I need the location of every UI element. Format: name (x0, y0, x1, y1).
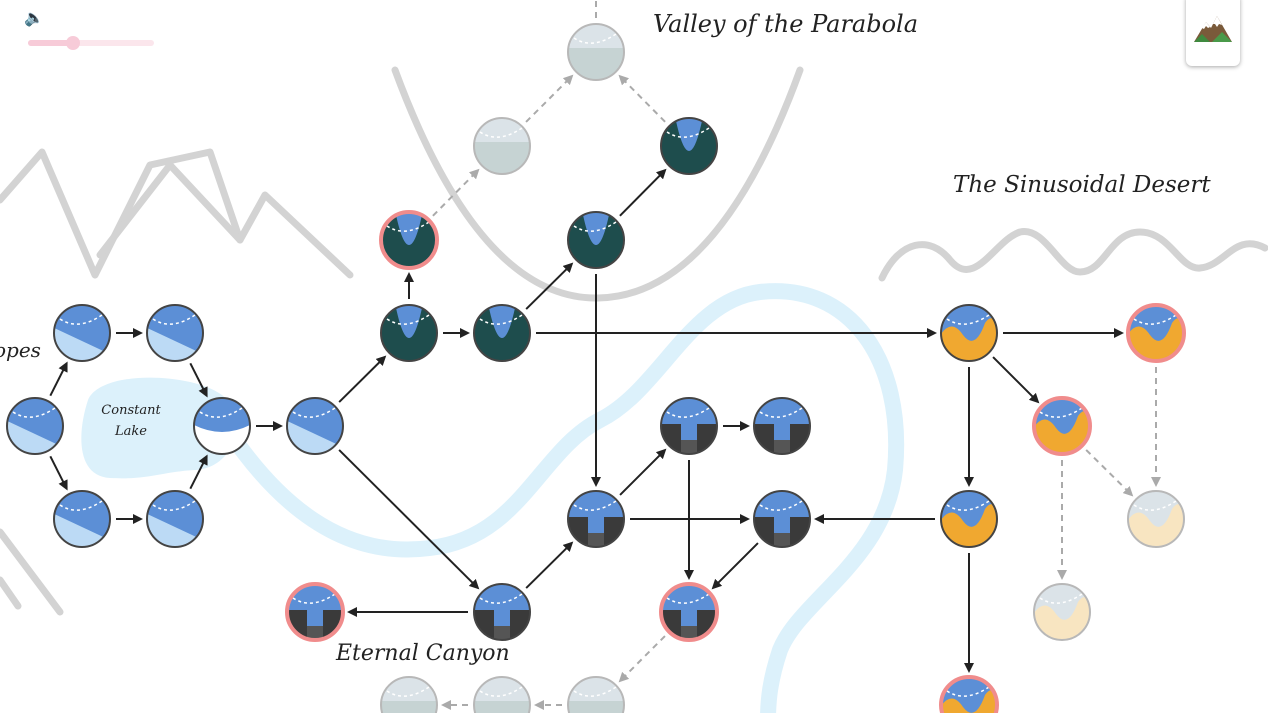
level-node[interactable] (566, 676, 626, 713)
level-node[interactable] (379, 210, 439, 270)
level-node[interactable] (145, 490, 205, 549)
region-title-canyon: Eternal Canyon (336, 641, 510, 666)
speaker-icon[interactable]: 🔈 (24, 8, 44, 27)
path-arrow (992, 356, 1040, 404)
slopes-scenery (0, 528, 64, 616)
path-arrow (49, 455, 68, 491)
level-node[interactable] (192, 397, 252, 456)
level-node[interactable] (939, 490, 999, 549)
level-node[interactable] (752, 397, 812, 456)
level-node[interactable] (285, 397, 345, 456)
region-title-slopes: opes (0, 338, 41, 362)
level-node[interactable] (566, 490, 626, 549)
path-arrow (1085, 449, 1134, 497)
level-node[interactable] (566, 210, 626, 270)
path-arrow (618, 635, 666, 683)
level-node[interactable] (472, 583, 532, 642)
path-arrow (189, 454, 208, 490)
path-arrow (711, 542, 759, 590)
path-arrow (338, 449, 480, 590)
level-node[interactable] (52, 304, 112, 363)
region-title-lake: Constant Lake (101, 403, 161, 439)
volume-fill (28, 40, 74, 46)
mountains-inner-scenery (96, 161, 244, 259)
constant-lake (81, 377, 237, 479)
mountains-scenery (0, 148, 354, 279)
path-arrow (619, 168, 667, 217)
level-node[interactable] (1126, 303, 1186, 363)
volume-handle[interactable] (66, 36, 81, 50)
path-arrow (525, 262, 574, 310)
sound-control: 🔈 (22, 6, 162, 56)
home-button[interactable] (1186, 0, 1240, 66)
background-scenery (0, 66, 1268, 616)
parabola-scenery (391, 66, 804, 302)
mountain-icon (1194, 16, 1232, 42)
level-node[interactable] (285, 582, 345, 642)
level-node[interactable] (379, 676, 439, 713)
path-arrow (619, 448, 667, 496)
level-node[interactable] (5, 397, 65, 456)
level-node[interactable] (1126, 490, 1186, 549)
path-arrow (338, 355, 387, 403)
level-node[interactable] (659, 397, 719, 456)
path-arrow (618, 74, 666, 123)
level-node[interactable] (472, 303, 532, 363)
level-node[interactable] (1032, 396, 1092, 456)
level-node[interactable] (145, 304, 205, 363)
level-node[interactable] (752, 490, 812, 549)
region-title-sine: The Sinusoidal Desert (953, 172, 1211, 198)
level-node[interactable] (472, 676, 532, 713)
level-node[interactable] (939, 675, 999, 713)
level-node[interactable] (659, 582, 719, 642)
path-arrow (49, 361, 68, 397)
path-arrow (189, 362, 208, 398)
level-node[interactable] (939, 304, 999, 363)
path-arrow (525, 74, 574, 123)
volume-slider[interactable] (28, 36, 154, 50)
region-title-parabola: Valley of the Parabola (653, 10, 919, 38)
path-arrow (525, 541, 574, 589)
level-node[interactable] (566, 23, 626, 82)
sine-scenery (878, 228, 1268, 282)
river (220, 283, 905, 713)
level-node[interactable] (472, 117, 532, 176)
level-node[interactable] (52, 490, 112, 549)
level-node[interactable] (659, 116, 719, 176)
level-node[interactable] (1032, 583, 1092, 642)
level-node[interactable] (379, 303, 439, 363)
